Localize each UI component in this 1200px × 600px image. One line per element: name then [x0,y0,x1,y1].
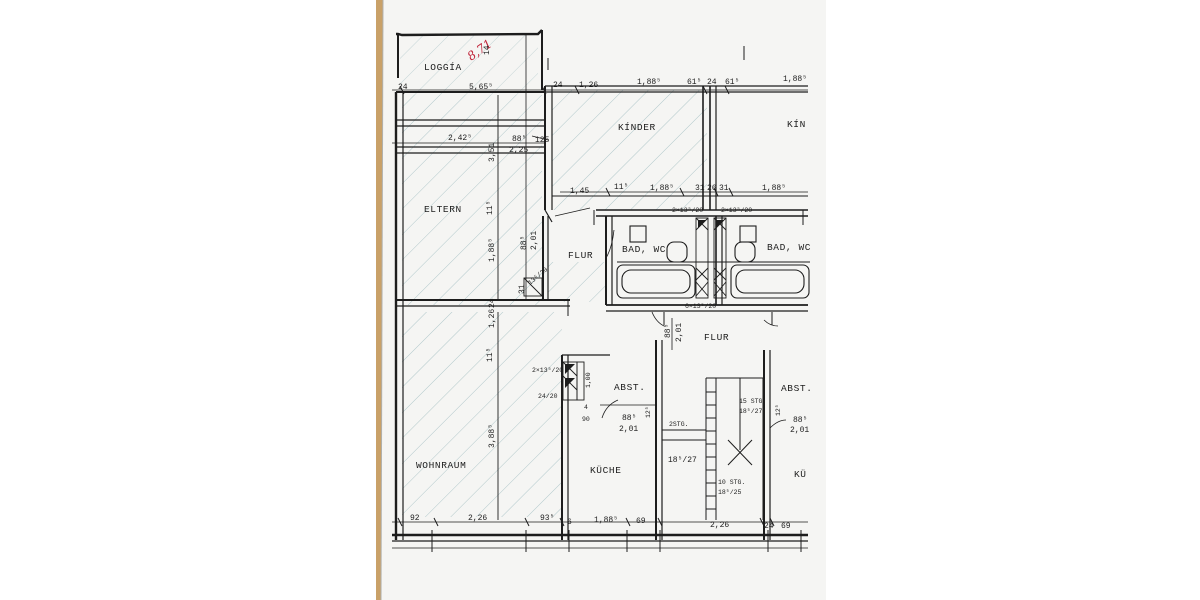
dim-label: 1,88⁵ [650,184,674,193]
dim-label: 90 [582,416,590,423]
dim-label: 15 STG. [739,398,766,405]
dim-label: 11⁵ [614,183,628,192]
dim-label: 3,51 [488,143,497,162]
room-kuche: KÜCHE [590,465,622,476]
paper-edge [380,0,384,600]
room-abst-left: ABST. [614,382,646,393]
dim-label: 26 [707,184,717,193]
dim-label: 11⁵ [486,201,495,215]
dim-label: 18⁵/27 [668,456,697,465]
dim-label: 31 [695,184,705,193]
dim-label: 5,65⁵ [469,83,493,92]
room-bad-wc-left: BAD, WC [622,244,666,255]
dim-label: 69 [636,517,646,526]
dimension-labels: 14 24 5,65⁵ 24 1,26 1,88⁵ 61⁵ 24 61⁵ 1,8… [398,45,809,531]
dim-label: 88⁵ [520,236,529,250]
dim-label: 24 [398,83,408,92]
dim-label: 2,25 [509,146,528,155]
dim-label: 12⁵ [775,404,782,416]
dim-label: 92 [410,514,420,523]
dim-label: 1,88⁵ [488,238,497,262]
room-loggia: LOGGÍA [424,62,462,73]
room-flur-small: FLUR [568,250,593,261]
dim-label: 1,45 [570,187,589,196]
dim-label: 1,26 [488,309,497,328]
dim-label: 2STG. [669,421,689,428]
dim-label: 2,01 [530,231,539,250]
room-abst-right: ABST. [781,383,813,394]
dim-label: 125 [535,136,550,145]
dim-label: 4 [584,404,588,411]
room-flur-main: FLUR [704,332,729,343]
dim-label: 69 [781,522,791,531]
dim-label: 88⁵ [793,416,807,425]
dim-label: 2,26 [468,514,487,523]
dim-label: 24 [707,78,717,87]
dim-label: 88⁵ [622,414,636,423]
walls [392,29,808,542]
dim-label: 31 [719,184,729,193]
room-eltern: ELTERN [424,204,462,215]
dim-label: 10 STG. [718,479,745,486]
room-bad-wc-right: BAD, WC [767,242,811,253]
dim-label: 1,88⁵ [594,516,618,525]
dim-label: 18⁵/27 [739,408,763,415]
dim-label: 1,88⁵ [637,78,661,87]
dim-label: 18⁵/25 [718,489,742,496]
dim-label: 24/20 [538,393,558,400]
dim-label: 93⁵ [540,514,554,523]
dim-label: 2×13⁵/20 [532,367,563,374]
dim-label: 24 [764,522,774,531]
room-wohnraum: WOHNRAUM [416,460,466,471]
dim-label: 12⁵ [645,406,652,418]
dim-label: 24 [488,298,497,308]
dim-label: 1,00 [585,372,592,388]
dim-label: 2,01 [790,426,809,435]
shaft-fills [565,220,724,388]
dim-label: 61⁵ [725,78,739,87]
dimension-lines [392,35,808,549]
dim-label: 3,88⁵ [488,424,497,448]
dim-label: 2,42⁵ [448,134,472,143]
dim-label: 2×13⁵/20 [672,207,703,214]
door-swings [531,135,787,429]
dim-label: 6×13⁵/20 [685,303,716,310]
dim-label: 24 [553,81,563,90]
dim-label: 2,01 [619,425,638,434]
dim-label: 1,88⁵ [783,75,807,84]
dim-label: 31 [518,284,527,294]
dim-label: 14 [483,45,492,55]
dim-label: 6 [567,518,572,527]
dim-label: 88⁵ [664,324,673,338]
bathroom-fixtures [616,225,810,299]
dim-label: 11⁵ [486,348,495,362]
dim-label: 2×13⁵/20 [721,207,752,214]
dim-label: 2,01 [675,323,684,342]
dim-label: 1,88⁵ [762,184,786,193]
room-labels: LOGGÍA KÍNDER KÍN ELTERN FLUR BAD, WC BA… [416,62,813,480]
room-kinder-2: KÍN [787,119,806,130]
dim-label: 61⁵ [687,78,701,87]
room-kuche-2: KÜ [794,469,807,480]
dim-label: 1,26 [579,81,598,90]
dim-label: 2,26 [710,521,729,530]
staircase [662,377,764,520]
dim-label: 88⁵ [512,135,526,144]
room-kinder: KÍNDER [618,122,656,133]
dimension-ticks [397,46,804,552]
